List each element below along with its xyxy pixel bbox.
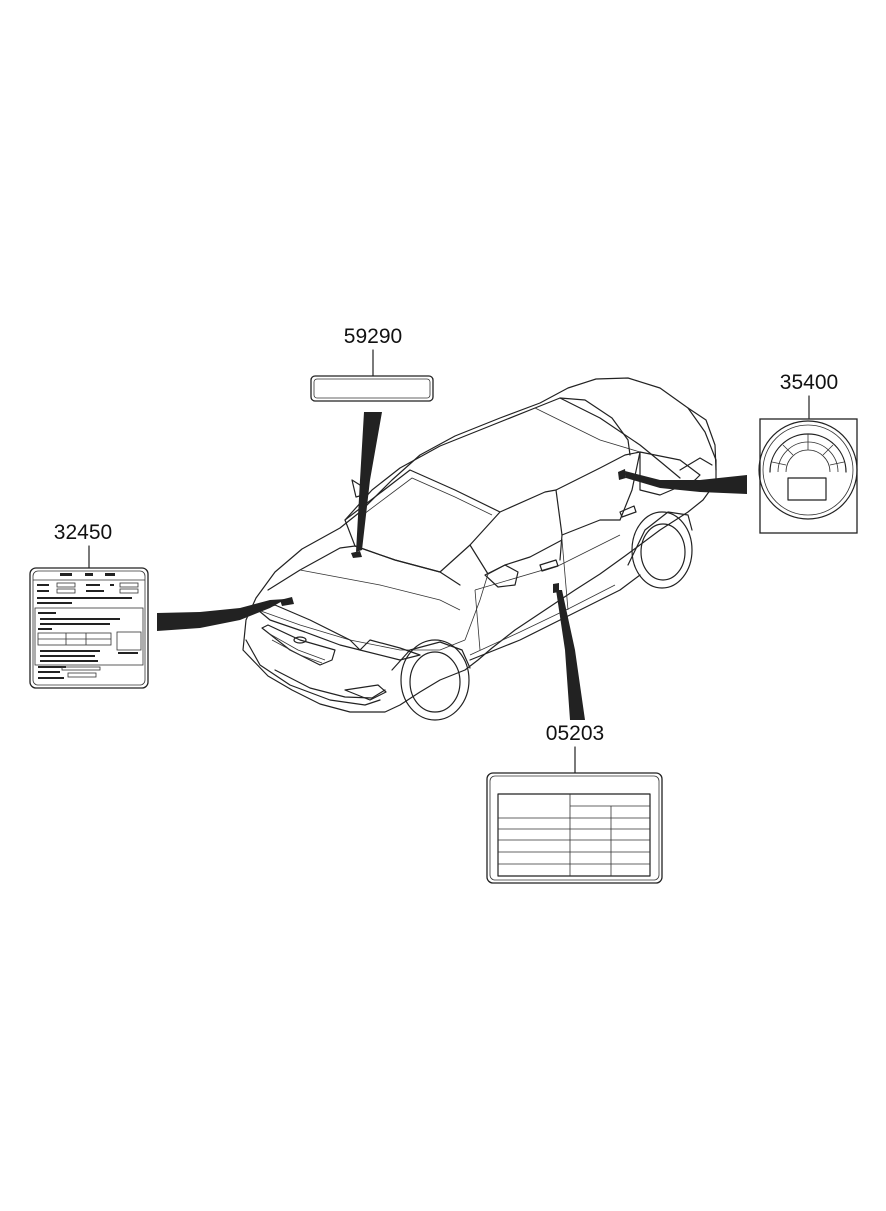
emission-label-marker bbox=[280, 597, 294, 606]
leader-35400 bbox=[625, 471, 747, 494]
leader-05203 bbox=[556, 590, 585, 720]
tire-label-illustration bbox=[486, 772, 663, 884]
part-number-05203: 05203 bbox=[546, 722, 604, 745]
leader-59290 bbox=[356, 412, 382, 552]
part-32450: 32450 bbox=[29, 521, 149, 689]
fuel-label-marker bbox=[618, 469, 626, 480]
hood-label-marker bbox=[351, 551, 362, 558]
car-illustration bbox=[242, 377, 717, 721]
part-number-32450: 32450 bbox=[54, 521, 112, 544]
part-number-35400: 35400 bbox=[780, 371, 838, 394]
part-35400: 35400 bbox=[758, 371, 858, 534]
hood-label-illustration bbox=[310, 375, 434, 402]
leader-32450 bbox=[157, 599, 286, 631]
part-59290: 59290 bbox=[310, 325, 434, 402]
part-number-59290: 59290 bbox=[344, 325, 402, 348]
leader-swooshes bbox=[157, 412, 747, 720]
part-05203: 05203 bbox=[486, 722, 663, 884]
fuel-label-illustration bbox=[759, 418, 858, 534]
